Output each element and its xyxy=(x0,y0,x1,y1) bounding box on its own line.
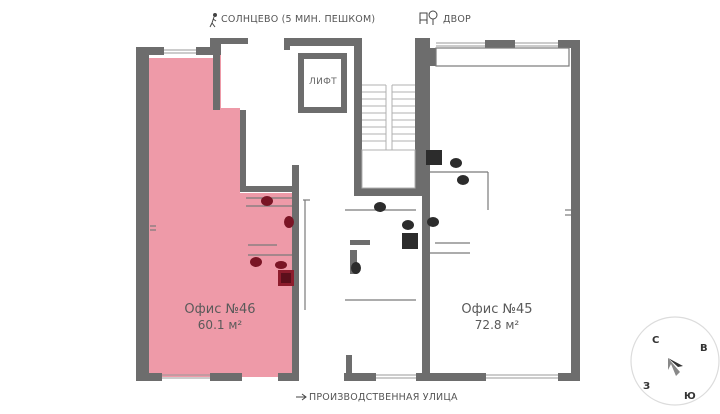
compass-west: З xyxy=(643,381,651,392)
office-45-title: Офис №45 xyxy=(461,302,533,317)
windows xyxy=(162,42,558,379)
street-label: ПРОИЗВОДСТВЕННАЯ УЛИЦА xyxy=(309,392,458,403)
office-46-area-label: 60.1 м² xyxy=(197,318,243,332)
lift-label: ЛИФТ xyxy=(309,77,337,87)
staircase xyxy=(361,84,416,189)
tree-bench-icon xyxy=(419,10,438,25)
yard-label: ДВОР xyxy=(443,14,471,25)
compass xyxy=(630,316,720,406)
walking-person-icon xyxy=(209,13,217,28)
compass-south: Ю xyxy=(684,391,696,402)
office-45-area-label: 72.8 м² xyxy=(474,318,520,332)
office-46-title: Офис №46 xyxy=(184,302,256,317)
metro-label: СОЛНЦЕВО (5 МИН. ПЕШКОМ) xyxy=(221,14,376,25)
office-46-area[interactable] xyxy=(148,47,297,377)
office-46-furniture xyxy=(250,196,294,286)
partitions xyxy=(150,47,571,310)
walls xyxy=(136,38,580,381)
compass-north: С xyxy=(652,335,660,346)
compass-needle-icon xyxy=(668,358,680,376)
office-45-furniture xyxy=(351,150,469,274)
arrow-right-icon xyxy=(296,393,307,401)
compass-east: В xyxy=(700,343,708,354)
